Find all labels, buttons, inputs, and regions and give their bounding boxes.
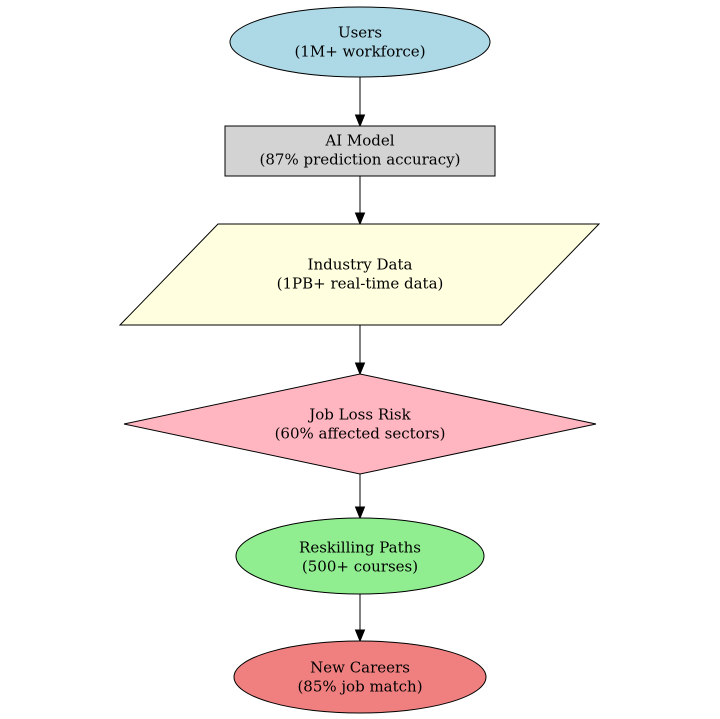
users-detail: (1M+ workforce) bbox=[294, 43, 425, 61]
reskilling-paths-shape bbox=[235, 517, 485, 595]
users-title: Users bbox=[338, 24, 382, 42]
industry-data-shape bbox=[118, 223, 601, 326]
ai-model-shape bbox=[224, 125, 496, 177]
new-careers-title: New Careers bbox=[310, 659, 410, 677]
arrowhead-job-loss-risk bbox=[354, 362, 366, 376]
users-shape bbox=[229, 6, 491, 78]
arrowhead-industry-data bbox=[354, 212, 366, 226]
node-job-loss-risk: Job Loss Risk(60% affected sectors) bbox=[123, 373, 597, 475]
reskilling-paths-title: Reskilling Paths bbox=[299, 539, 421, 557]
arrowhead-new-careers bbox=[354, 629, 366, 643]
node-ai-model: AI Model(87% prediction accuracy) bbox=[224, 125, 496, 177]
ai-model-title: AI Model bbox=[324, 132, 394, 150]
new-careers-detail: (85% job match) bbox=[297, 678, 422, 696]
new-careers-shape bbox=[233, 640, 487, 714]
nodes-layer: Users(1M+ workforce) AI Model(87% predict… bbox=[118, 6, 601, 714]
node-users: Users(1M+ workforce) bbox=[229, 6, 491, 78]
ai-model-detail: (87% prediction accuracy) bbox=[260, 151, 461, 169]
industry-data-title: Industry Data bbox=[308, 256, 413, 274]
node-reskilling-paths: Reskilling Paths(500+ courses) bbox=[235, 517, 485, 595]
reskilling-paths-detail: (500+ courses) bbox=[302, 558, 418, 576]
edges-layer bbox=[354, 77, 366, 643]
job-loss-risk-shape bbox=[123, 373, 597, 475]
arrowhead-reskilling-paths bbox=[354, 506, 366, 520]
arrowhead-ai-model bbox=[354, 114, 366, 128]
job-loss-risk-title: Job Loss Risk bbox=[307, 406, 411, 424]
industry-data-detail: (1PB+ real-time data) bbox=[277, 275, 444, 293]
node-new-careers: New Careers(85% job match) bbox=[233, 640, 487, 714]
node-industry-data: Industry Data(1PB+ real-time data) bbox=[118, 223, 601, 326]
job-loss-risk-detail: (60% affected sectors) bbox=[275, 425, 446, 443]
